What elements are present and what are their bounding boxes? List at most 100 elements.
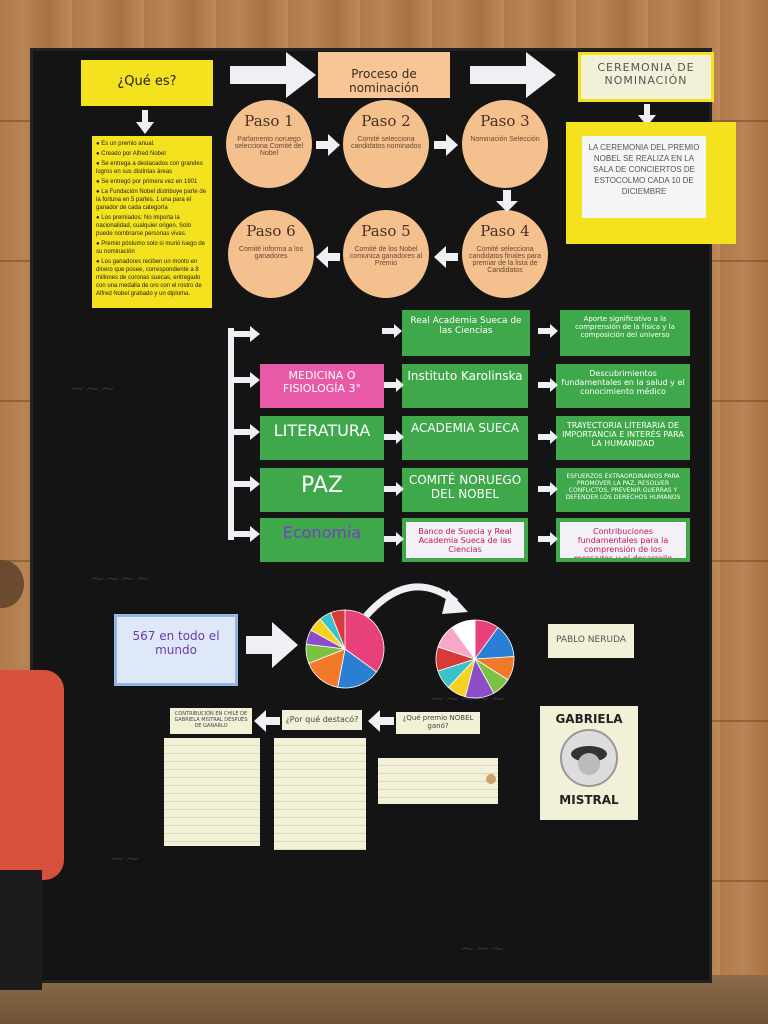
arrow-right-icon — [230, 52, 316, 98]
que-es-item: ● Es un premio anual. — [96, 141, 155, 147]
proceso-title-card: Proceso de nominación — [318, 52, 450, 98]
arrow-right-icon — [434, 134, 458, 156]
proceso-title: Proceso de nominación — [349, 67, 419, 95]
step-circle: Paso 3 Nominación Selección — [462, 100, 548, 188]
arrow-right-icon — [384, 378, 404, 392]
arrow-right-icon — [470, 52, 556, 98]
que-es-list: ● Es un premio anual. ● Creado por Alfred… — [92, 136, 212, 304]
step-text: Parlamento noruego selecciona Comité del… — [234, 136, 304, 157]
arrow-right-icon — [538, 324, 558, 338]
arrow-down-icon — [136, 110, 154, 134]
por-que-label: ¿Por qué destacó? — [285, 715, 359, 724]
pie-slice — [337, 648, 378, 689]
que-es-item: ● Se entregó por primera vez en 1901 — [96, 179, 198, 185]
step-title: Paso 5 — [361, 222, 411, 240]
arrow-right-icon — [316, 134, 340, 156]
top-institution: Real Academia Sueca de las Ciencias — [410, 316, 522, 336]
floor — [0, 975, 768, 1024]
category-name: LITERATURA — [260, 416, 384, 460]
step-title: Paso 2 — [361, 112, 411, 130]
arrow-left-icon — [368, 710, 394, 732]
contribucion-label-card: CONTRIBUCIÓN EN CHILE DE GABRIELA MISTRA… — [170, 708, 252, 734]
que-es-title-card: ¿Qué es? — [81, 60, 213, 106]
curved-arrow-icon — [363, 583, 468, 619]
que-es-title: ¿Qué es? — [117, 74, 177, 89]
que-es-item: ● Creado por Alfred Nobel — [96, 151, 166, 157]
que-es-item: ● La Fundación Nobel distribuye parte de… — [96, 189, 207, 211]
step-circle: Paso 1 Parlamento noruego selecciona Comi… — [226, 100, 312, 188]
arrow-left-icon — [316, 246, 340, 268]
arrow-left-icon — [434, 246, 458, 268]
step-text: Comité selecciona candidatos finales par… — [469, 246, 541, 274]
por-que-note — [274, 738, 366, 850]
arrow-down-icon — [638, 104, 656, 126]
arrow-right-icon — [234, 526, 260, 542]
por-que-label-card: ¿Por qué destacó? — [282, 710, 362, 730]
arrow-right-icon — [384, 532, 404, 546]
que-premio-note — [378, 758, 498, 804]
contribucion-label: CONTRIBUCIÓN EN CHILE DE GABRIELA MISTRA… — [174, 711, 248, 729]
step-text: Nominación Selección — [470, 136, 540, 143]
step-title: Paso 6 — [246, 222, 296, 240]
category-institution: COMITÉ NORUEGO DEL NOBEL — [402, 468, 528, 512]
arrow-right-icon — [234, 476, 260, 492]
ceremonia-text: LA CEREMONIA DEL PREMIO NOBEL SE REALIZA… — [588, 143, 700, 196]
step-circle: Paso 6 Comité informa a los ganadores — [228, 210, 314, 298]
arrow-right-icon — [384, 430, 404, 444]
que-es-item: ● Se entrega a destacados con grandes lo… — [96, 161, 203, 175]
category-description: Descubrimientos fundamentales en la salu… — [556, 364, 690, 408]
step-circle: Paso 5 Comité de los Nobel comunica ganad… — [343, 210, 429, 298]
arrow-right-icon — [234, 424, 260, 440]
gabriela-portrait-card: GABRIELA MISTRAL — [540, 706, 638, 820]
step-text: Comité de los Nobel comunica ganadores a… — [349, 246, 423, 267]
step-title: Paso 3 — [480, 112, 530, 130]
ceremonia-title-card: CEREMONIA DE NOMINACIÓN — [578, 52, 714, 102]
step-title: Paso 4 — [480, 222, 530, 240]
category-name: MEDICINA O FISIOLOGÍA 3° — [260, 364, 384, 408]
top-description: Aporte significativo a la comprensión de… — [575, 315, 675, 339]
portrait-icon — [560, 729, 618, 787]
arrow-right-icon — [538, 532, 558, 546]
pie-slice — [330, 609, 346, 650]
category-name: PAZ — [260, 468, 384, 512]
que-es-item: ● Los ganadores reciben un monto en dine… — [96, 259, 202, 297]
gabriela-name-top: GABRIELA — [555, 712, 623, 726]
category-description: TRAYECTORIA LITERARIA DE IMPORTANCIA E I… — [556, 416, 690, 460]
arrow-right-icon — [246, 622, 298, 668]
category-institution: ACADEMIA SUECA — [402, 416, 528, 460]
category-name: Economía — [260, 518, 384, 562]
que-es-list-card: ● Es un premio anual. ● Creado por Alfred… — [92, 136, 212, 308]
que-premio-label: ¿Qué premio NOBEL ganó? — [402, 714, 474, 730]
step-circle: Paso 4 Comité selecciona candidatos final… — [462, 210, 548, 298]
arrow-left-icon — [254, 710, 280, 732]
arrow-down-icon — [496, 190, 518, 212]
top-institution-card: Real Academia Sueca de las Ciencias — [402, 310, 530, 356]
que-es-item: ● Premio póstumo solo si murió luego de … — [96, 241, 206, 255]
laureates-card: 567 en todo el mundo — [114, 614, 238, 686]
contribucion-note — [164, 738, 260, 846]
step-text: Comité informa a los ganadores — [238, 246, 304, 260]
arrow-right-icon — [538, 430, 558, 444]
category-description: ESFUERZOS EXTRAORDINARIOS PARA PROMOVER … — [556, 468, 690, 512]
ceremonia-title: CEREMONIA DE NOMINACIÓN — [597, 61, 695, 87]
pie-chart-left — [305, 609, 385, 689]
arrow-right-icon — [384, 482, 404, 496]
pie-slice — [451, 619, 476, 661]
neruda-card: PABLO NERUDA — [548, 624, 634, 658]
pie-slice — [344, 609, 385, 673]
top-description-card: Aporte significativo a la comprensión de… — [560, 310, 690, 356]
neruda-label: PABLO NERUDA — [555, 635, 626, 645]
step-title: Paso 1 — [244, 112, 294, 130]
category-description: Contribuciones fundamentales para la com… — [556, 518, 690, 562]
laureates-text: 567 en todo el mundo — [132, 629, 220, 657]
que-premio-label-card: ¿Qué premio NOBEL ganó? — [396, 712, 480, 734]
blackboard: ~~~ ~~~~ ~~~~~ ~~~ ~~ ¿Qué es? ● Es un p… — [30, 48, 736, 983]
gabriela-name-bottom: MISTRAL — [559, 793, 619, 807]
child-figure — [0, 560, 64, 990]
que-es-item: ● Los premiados: No importa la nacionali… — [96, 215, 192, 237]
arrow-right-icon — [234, 372, 260, 388]
category-institution: Instituto Karolinska — [402, 364, 528, 408]
arrow-right-icon — [538, 378, 558, 392]
arrow-right-icon — [382, 324, 402, 338]
category-institution: Banco de Suecia y Real Academia Sueca de… — [402, 518, 528, 562]
